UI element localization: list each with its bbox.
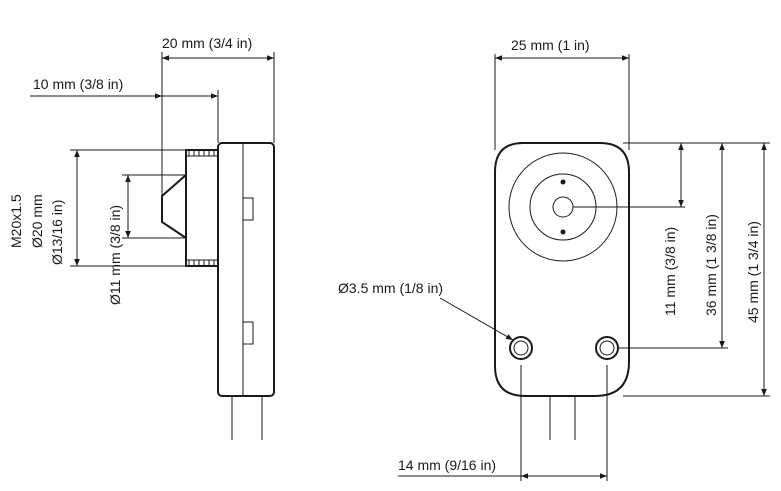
label-11mm: 11 mm (3/8 in) [662,227,678,316]
lens-cone [161,172,187,240]
side-tab-bottom [242,321,254,345]
label-hole-dia: Ø3.5 mm (1/8 in) [338,280,443,296]
label-45mm: 45 mm (1 3/4 in) [745,221,761,323]
side-view: 20 mm (3/4 in) 10 mm (3/8 in) M20x1.5 Ø2… [8,35,275,440]
label-thread-dia: Ø20 mm [29,194,45,248]
leader-hole-dia [439,297,514,341]
lens-dot-bottom [560,229,566,235]
label-25mm: 25 mm (1 in) [511,37,590,53]
housing-side [217,142,275,397]
thread-teeth [188,150,215,266]
mount-hole-left [509,336,533,360]
label-10mm: 10 mm (3/8 in) [33,76,123,92]
label-thread-dia-in: Ø13/16 in) [49,200,65,265]
label-36mm: 36 mm (1 3/8 in) [703,214,719,316]
label-14mm: 14 mm (9/16 in) [398,457,496,473]
lens-dot-top [560,179,566,185]
label-20mm: 20 mm (3/4 in) [162,35,252,51]
label-thread-spec: M20x1.5 [8,194,24,248]
thread-section [185,149,219,267]
front-view: 25 mm (1 in) Ø3.5 mm (1/8 in) 14 mm (9/1… [338,37,770,481]
label-lens-dia: Ø11 mm (3/8 in) [107,205,123,305]
side-tab-top [242,197,254,221]
